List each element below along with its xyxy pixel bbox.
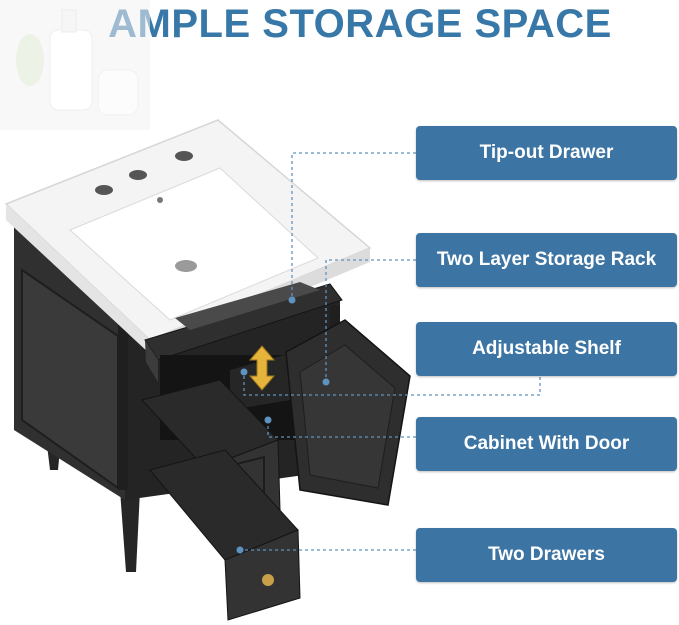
label-two-layer-storage-rack: Two Layer Storage Rack	[416, 233, 677, 287]
cabinet-door	[285, 319, 411, 506]
label-adjustable-shelf: Adjustable Shelf	[416, 322, 677, 376]
leader-dots	[236, 296, 330, 554]
background-decor	[0, 0, 150, 130]
label-cabinet-with-door: Cabinet With Door	[416, 417, 677, 471]
label-two-drawers: Two Drawers	[416, 528, 677, 582]
drain-icon	[175, 260, 197, 272]
lower-drawer	[149, 449, 301, 621]
page-title: AMPLE STORAGE SPACE	[108, 2, 612, 46]
adjust-arrow-icon	[248, 345, 276, 391]
knob-icon	[262, 574, 274, 586]
faucet-hole-icon	[95, 185, 113, 195]
leader-lines	[240, 152, 541, 551]
label-tip-out-drawer: Tip-out Drawer	[416, 126, 677, 180]
